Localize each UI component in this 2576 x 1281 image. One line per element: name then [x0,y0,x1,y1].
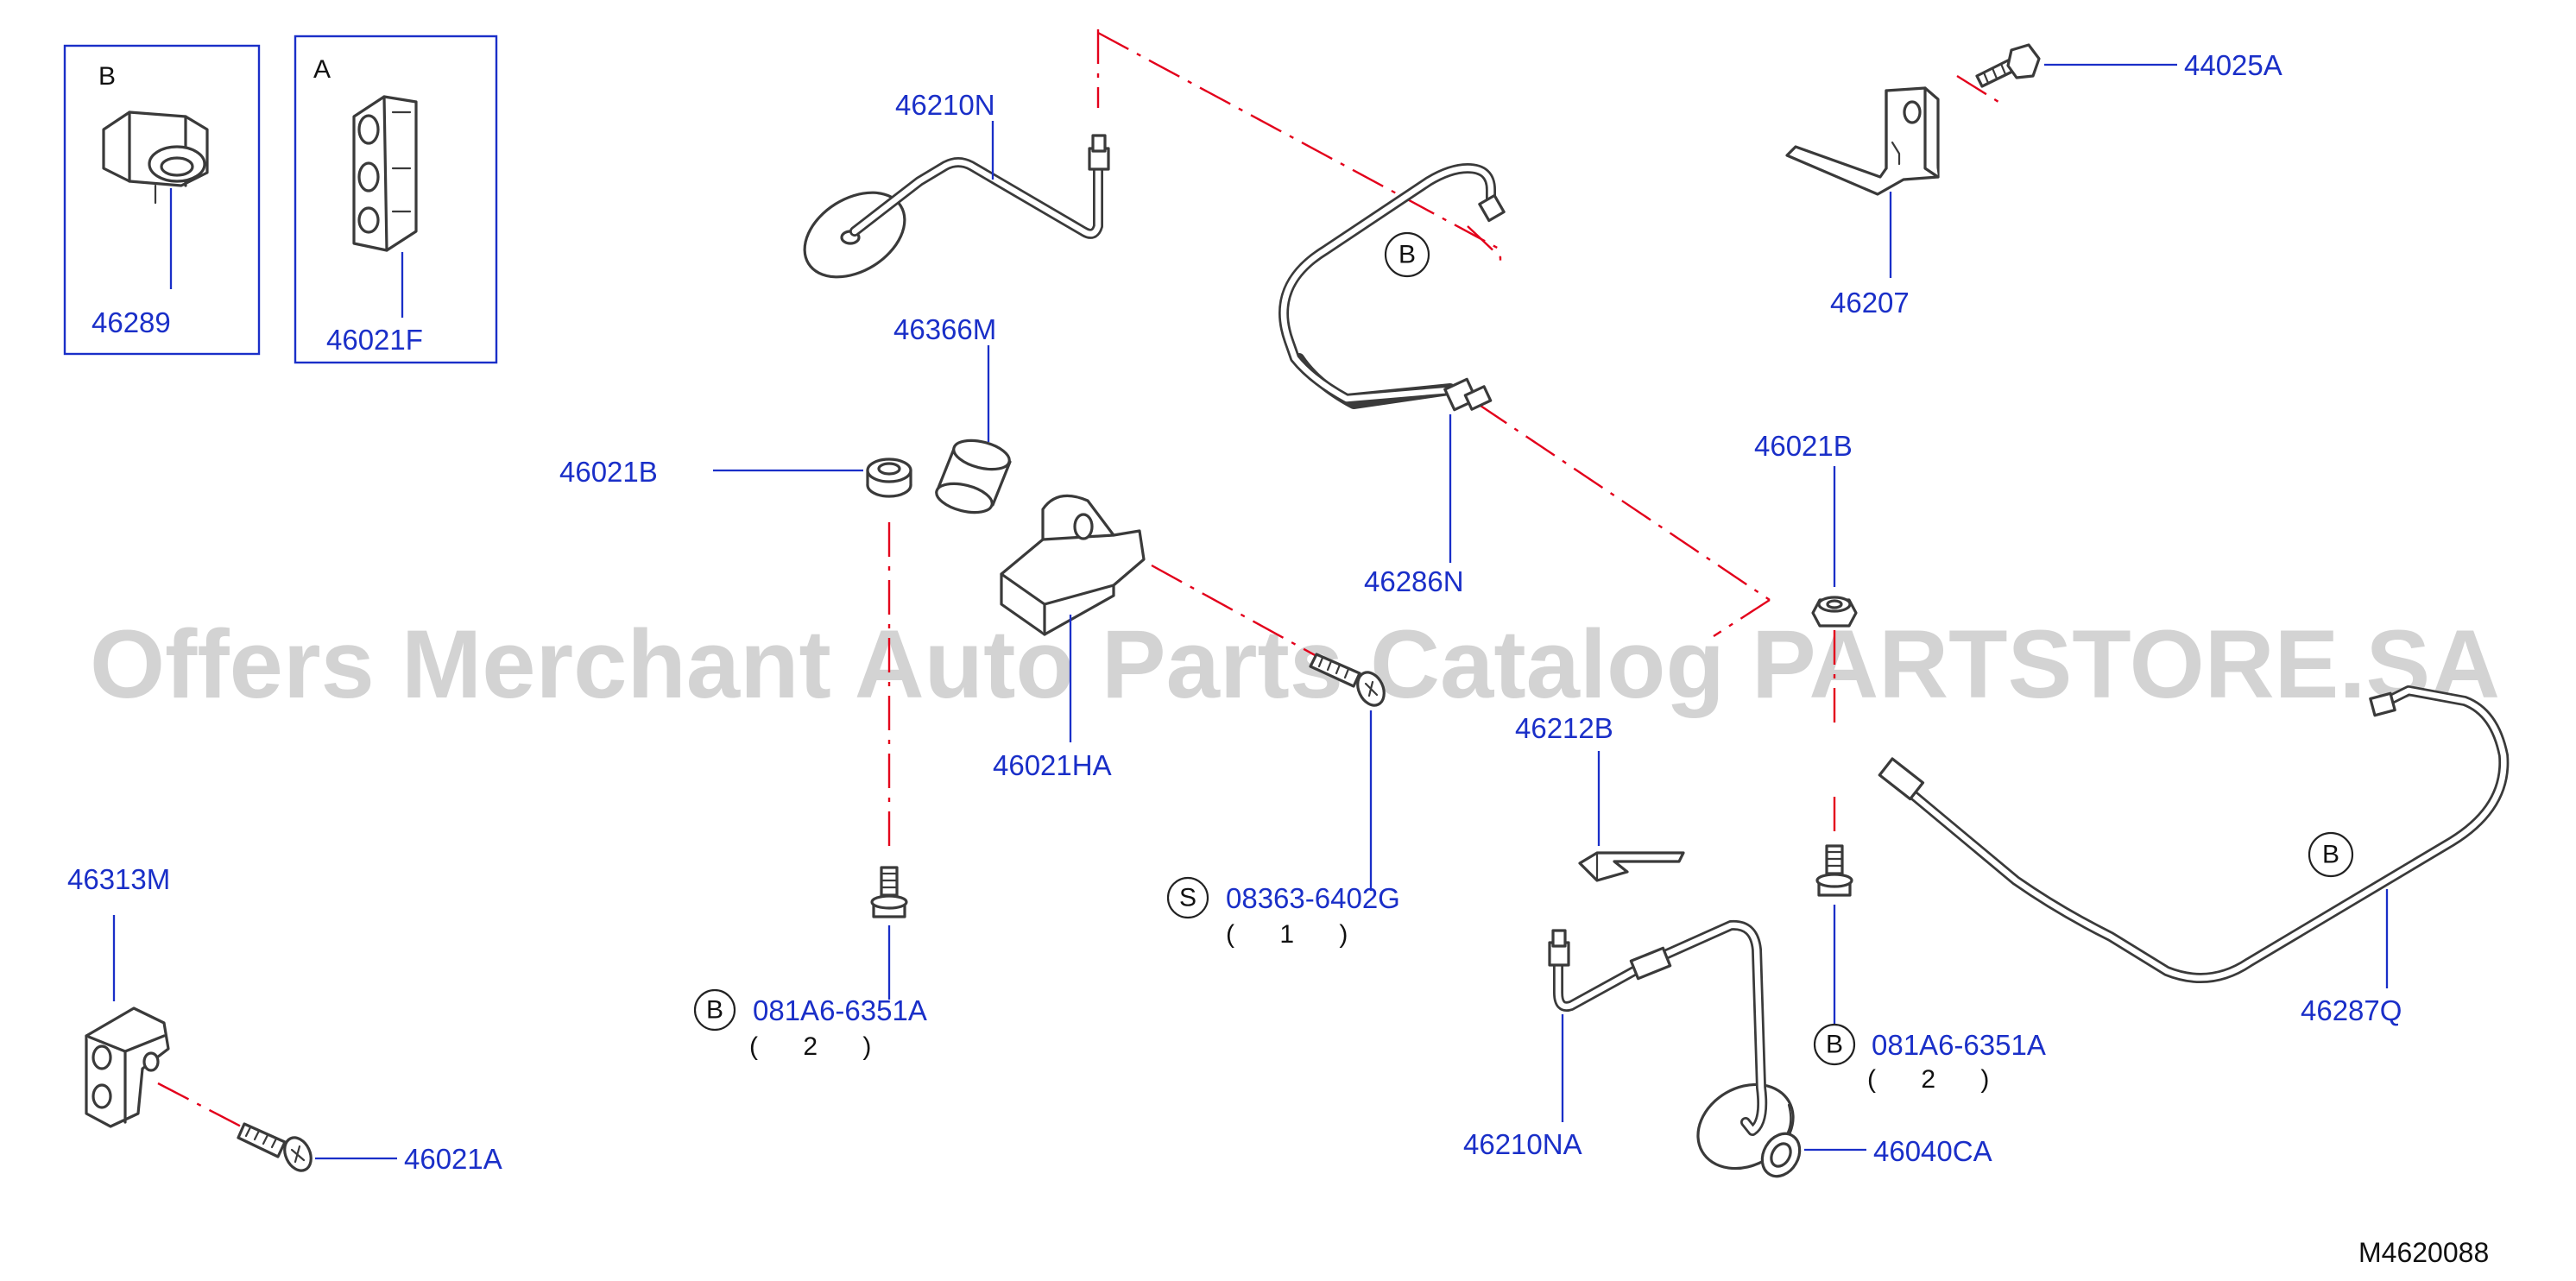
bolt-081a6-right[interactable] [1815,844,1853,897]
bolt-081a6-left[interactable] [870,866,908,918]
label-46040ca[interactable]: 46040CA [1873,1135,1992,1167]
inset-a-letter: A [313,55,331,84]
callout-s-screw: S [1179,884,1196,912]
label-08363-6402g[interactable]: 08363-6402G [1226,882,1400,914]
label-46286n[interactable]: 46286N [1364,565,1464,597]
inset-frame-b: B 46289 [63,44,261,356]
brake-tube-46210n[interactable] [789,134,1110,294]
clip-46212b[interactable] [1578,851,1685,882]
label-46021b-left[interactable]: 46021B [559,456,658,488]
label-46366m[interactable]: 46366M [893,313,996,345]
inset-b-letter: B [98,62,116,91]
brake-tube-46210na[interactable] [1548,919,1809,1185]
brake-tube-46286n[interactable] [1279,163,1506,412]
callout-b-bolt-right: B [1826,1031,1843,1059]
sleeve-46366m[interactable] [933,435,1012,517]
label-46021a[interactable]: 46021A [404,1143,502,1175]
label-44025a[interactable]: 44025A [2184,49,2282,81]
clip-46021f-drawing [352,95,418,252]
clip-46289-drawing [102,110,209,205]
bolt-44025a[interactable] [1975,43,2041,88]
callout-b-tube-top: B [1398,241,1416,269]
watermark: Offers Merchant Auto Parts Catalog PARTS… [90,610,2500,718]
bracket-46207[interactable] [1785,86,1940,196]
label-46210n[interactable]: 46210N [895,89,995,121]
bracket-46021ha[interactable] [1000,494,1146,636]
inset-frame-a: A 46021F [294,35,498,364]
bolt-46021a[interactable] [237,1122,316,1175]
label-081a6-left[interactable]: 081A6-6351A [753,994,927,1026]
qty-08363-6402g: ( 1 ) [1226,920,1367,949]
label-46021ha[interactable]: 46021HA [993,749,1112,781]
washer-46040ca[interactable] [1755,1126,1808,1183]
callout-b-bolt-left: B [706,996,723,1025]
label-46210na[interactable]: 46210NA [1463,1128,1582,1160]
figure-number: M4620088 [2358,1237,2489,1268]
label-46212b[interactable]: 46212B [1515,712,1613,744]
label-081a6-right[interactable]: 081A6-6351A [1872,1029,2046,1061]
grommet-46021b-right[interactable] [1811,596,1858,628]
label-46021f[interactable]: 46021F [326,324,423,356]
label-46289[interactable]: 46289 [92,306,171,338]
screw-08363-6402g[interactable] [1309,653,1389,710]
qty-081a6-right: ( 2 ) [1867,1065,2008,1094]
label-46021b-right[interactable]: 46021B [1754,430,1853,462]
label-46313m[interactable]: 46313M [67,863,170,895]
label-46207[interactable]: 46207 [1830,287,1910,319]
qty-081a6-left: ( 2 ) [749,1032,890,1061]
grommet-46021b-left[interactable] [866,458,912,498]
callout-b-tube-right: B [2322,841,2339,869]
label-46287q[interactable]: 46287Q [2301,994,2402,1026]
brake-tube-46287q[interactable] [1878,685,2510,983]
clip-46313m[interactable] [85,1006,170,1128]
